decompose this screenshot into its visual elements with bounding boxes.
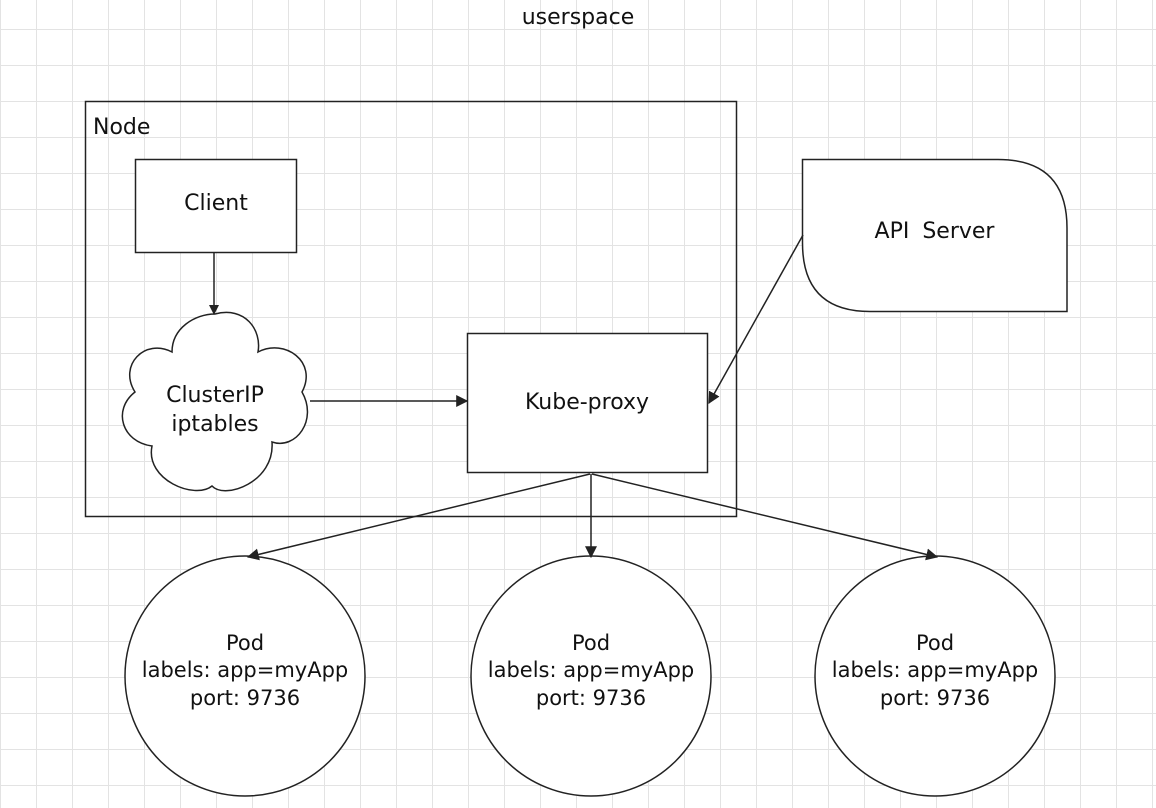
pod-port-text: port: 9736 <box>535 685 647 710</box>
api-to-proxy-arrow <box>708 234 804 405</box>
pod-port-text: port: 9736 <box>879 685 991 710</box>
kube-proxy-label: Kube-proxy <box>524 390 650 415</box>
pod-labels-text: labels: app=myApp <box>487 658 695 683</box>
cluster-ip-text: ClusterIP <box>166 383 264 408</box>
cluster-cloud-shape[interactable] <box>121 311 309 492</box>
pod-label-3: Pod labels: app=myApp port: 9736 <box>815 630 1055 712</box>
client-label: Client <box>184 191 248 216</box>
pod-circle-1[interactable] <box>124 555 366 797</box>
pod-title: Pod <box>915 631 955 655</box>
pod-port-text: port: 9736 <box>189 685 301 710</box>
api-server-shape[interactable] <box>801 158 1068 313</box>
pod-labels-text: labels: app=myApp <box>831 658 1039 683</box>
kube-proxy-box[interactable] <box>466 332 709 474</box>
api-server-label: API Server <box>874 219 995 244</box>
node-box[interactable] <box>84 100 738 518</box>
pod-label-2: Pod labels: app=myApp port: 9736 <box>471 630 711 712</box>
pod-title: Pod <box>225 631 265 655</box>
diagram-title: userspace <box>521 5 635 30</box>
pod-labels-text: labels: app=myApp <box>141 658 349 683</box>
proxy-to-pod1-arrow <box>246 473 591 561</box>
pod-label-1: Pod labels: app=myApp port: 9736 <box>125 630 365 712</box>
pod-title: Pod <box>571 631 611 655</box>
cluster-label: ClusterIP iptables <box>130 382 300 439</box>
proxy-to-pod3-arrow <box>591 473 939 561</box>
client-box[interactable] <box>134 158 298 254</box>
node-label: Node <box>93 115 151 140</box>
iptables-text: iptables <box>171 411 259 437</box>
